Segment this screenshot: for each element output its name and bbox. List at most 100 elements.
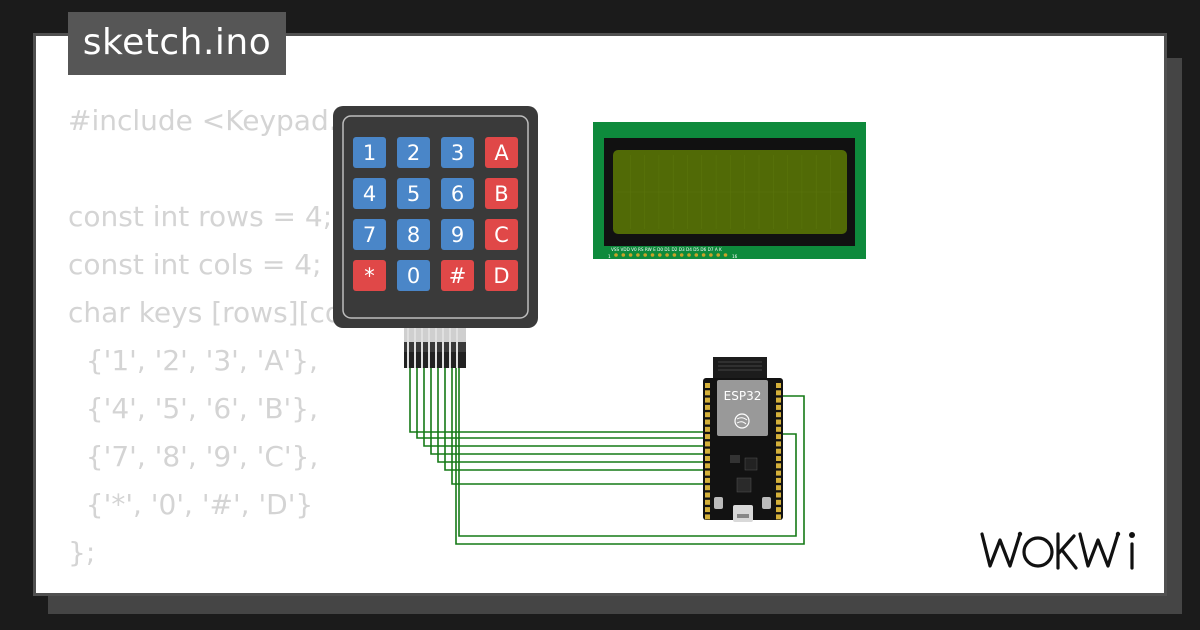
lcd-pin (636, 253, 640, 257)
keypad-key-label: 4 (363, 182, 376, 206)
keypad-key[interactable]: 9 (441, 219, 474, 250)
keypad-key[interactable]: 6 (441, 178, 474, 209)
lcd-pin (709, 253, 713, 257)
esp32-pin (705, 485, 710, 491)
keypad-key[interactable]: D (485, 260, 518, 291)
esp32-pin (776, 383, 781, 388)
wire (409, 368, 706, 433)
usb-port (733, 505, 753, 522)
esp32-pin (776, 492, 781, 498)
esp32-pin (776, 404, 781, 410)
code-line: {'7', '8', '9', 'C'}, (68, 440, 319, 473)
keypad-key[interactable]: 1 (353, 137, 386, 168)
file-name-tab[interactable]: sketch.ino (68, 12, 286, 75)
keypad-key-label: 3 (451, 141, 464, 165)
keypad-key-label: 5 (407, 182, 420, 206)
code-line: const int cols = 4; (68, 248, 322, 281)
esp32-pin (705, 477, 710, 483)
esp32-module (717, 380, 768, 436)
wire (451, 368, 706, 485)
keypad-key[interactable]: # (441, 260, 474, 291)
esp32-pin (705, 499, 710, 505)
code-line: }; (68, 536, 96, 569)
esp32-pin (705, 383, 710, 388)
keypad-key[interactable]: 0 (397, 260, 430, 291)
keypad-key[interactable]: 5 (397, 178, 430, 209)
wire (444, 368, 706, 471)
espressif-icon (734, 413, 750, 429)
esp32-pin (776, 470, 781, 476)
lcd-pin (694, 253, 699, 257)
esp32-pin (776, 463, 781, 469)
keypad-key[interactable]: 4 (353, 178, 386, 209)
esp32-pin (705, 470, 710, 476)
lcd-pin-first: 1 (608, 254, 611, 259)
lcd-display[interactable]: VSS VDD V0 RS RW E D0 D1 D2 D3 D4 D5 D6 … (593, 122, 866, 259)
lcd-pin-labels: VSS VDD V0 RS RW E D0 D1 D2 D3 D4 D5 D6 … (611, 247, 722, 252)
esp32-pin (705, 390, 710, 396)
lcd-pin (643, 253, 647, 257)
wire (423, 368, 706, 447)
esp32-pin (705, 404, 710, 410)
esp32-pin (776, 390, 781, 396)
lcd-pin (628, 253, 633, 257)
wire (458, 368, 797, 537)
keypad-key-label: C (494, 223, 509, 247)
keypad-key-label: B (494, 182, 508, 206)
esp32-pin (776, 434, 781, 440)
esp32-pin (705, 463, 710, 469)
code-line: {'1', '2', '3', 'A'}, (68, 344, 318, 377)
keypad-key[interactable]: 3 (441, 137, 474, 168)
lcd-pin (679, 253, 684, 257)
keypad-key-label: 1 (363, 141, 376, 165)
keypad-key[interactable]: B (485, 178, 518, 209)
keypad-key-label: * (364, 264, 375, 288)
keypad-key-label: 8 (407, 223, 420, 247)
esp32-pin (705, 419, 710, 425)
lcd-pin (650, 253, 655, 257)
keypad-key-label: 6 (451, 182, 464, 206)
lcd-pin (672, 253, 677, 257)
keypad-key[interactable]: 7 (353, 219, 386, 250)
esp32-pin (705, 441, 710, 447)
lcd-pin (658, 253, 662, 257)
keypad-key-label: 2 (407, 141, 420, 165)
esp32-pin (776, 448, 781, 454)
esp32-pin (705, 456, 710, 461)
keypad-key[interactable]: A (485, 137, 518, 168)
keypad-key-label: # (449, 264, 467, 288)
wire (437, 368, 706, 463)
esp32-pin (776, 426, 781, 432)
keypad-connector (404, 328, 466, 368)
esp32-pin (776, 477, 781, 483)
keypad-key-label: D (493, 264, 509, 288)
esp32-board[interactable]: ESP32 (703, 357, 783, 522)
lcd-pin (614, 253, 618, 257)
wire (455, 368, 805, 545)
esp32-label: ESP32 (724, 389, 762, 403)
esp32-pin (705, 434, 710, 440)
lcd-pin (716, 253, 720, 257)
esp32-pin (776, 485, 781, 491)
code-line: {'4', '5', '6', 'B'}, (68, 392, 318, 425)
wokwi-logo[interactable] (980, 522, 1150, 583)
esp32-pin (705, 426, 710, 432)
esp32-pin (776, 412, 781, 418)
keypad-key[interactable]: 2 (397, 137, 430, 168)
esp32-pin (776, 441, 781, 447)
esp32-pin (776, 419, 781, 425)
keypad-key[interactable]: C (485, 219, 518, 250)
esp32-pin (776, 514, 781, 520)
lcd-pin (621, 253, 626, 257)
lcd-pin (723, 253, 728, 257)
esp32-pin (776, 456, 781, 461)
keypad-key[interactable]: 8 (397, 219, 430, 250)
code-line: {'*', '0', '#', 'D'} (68, 488, 314, 521)
wire (430, 368, 706, 455)
esp32-pin (705, 507, 710, 513)
keypad-key[interactable]: * (353, 260, 386, 291)
keypad-key-label: 9 (451, 223, 464, 247)
esp32-pin (776, 397, 781, 403)
